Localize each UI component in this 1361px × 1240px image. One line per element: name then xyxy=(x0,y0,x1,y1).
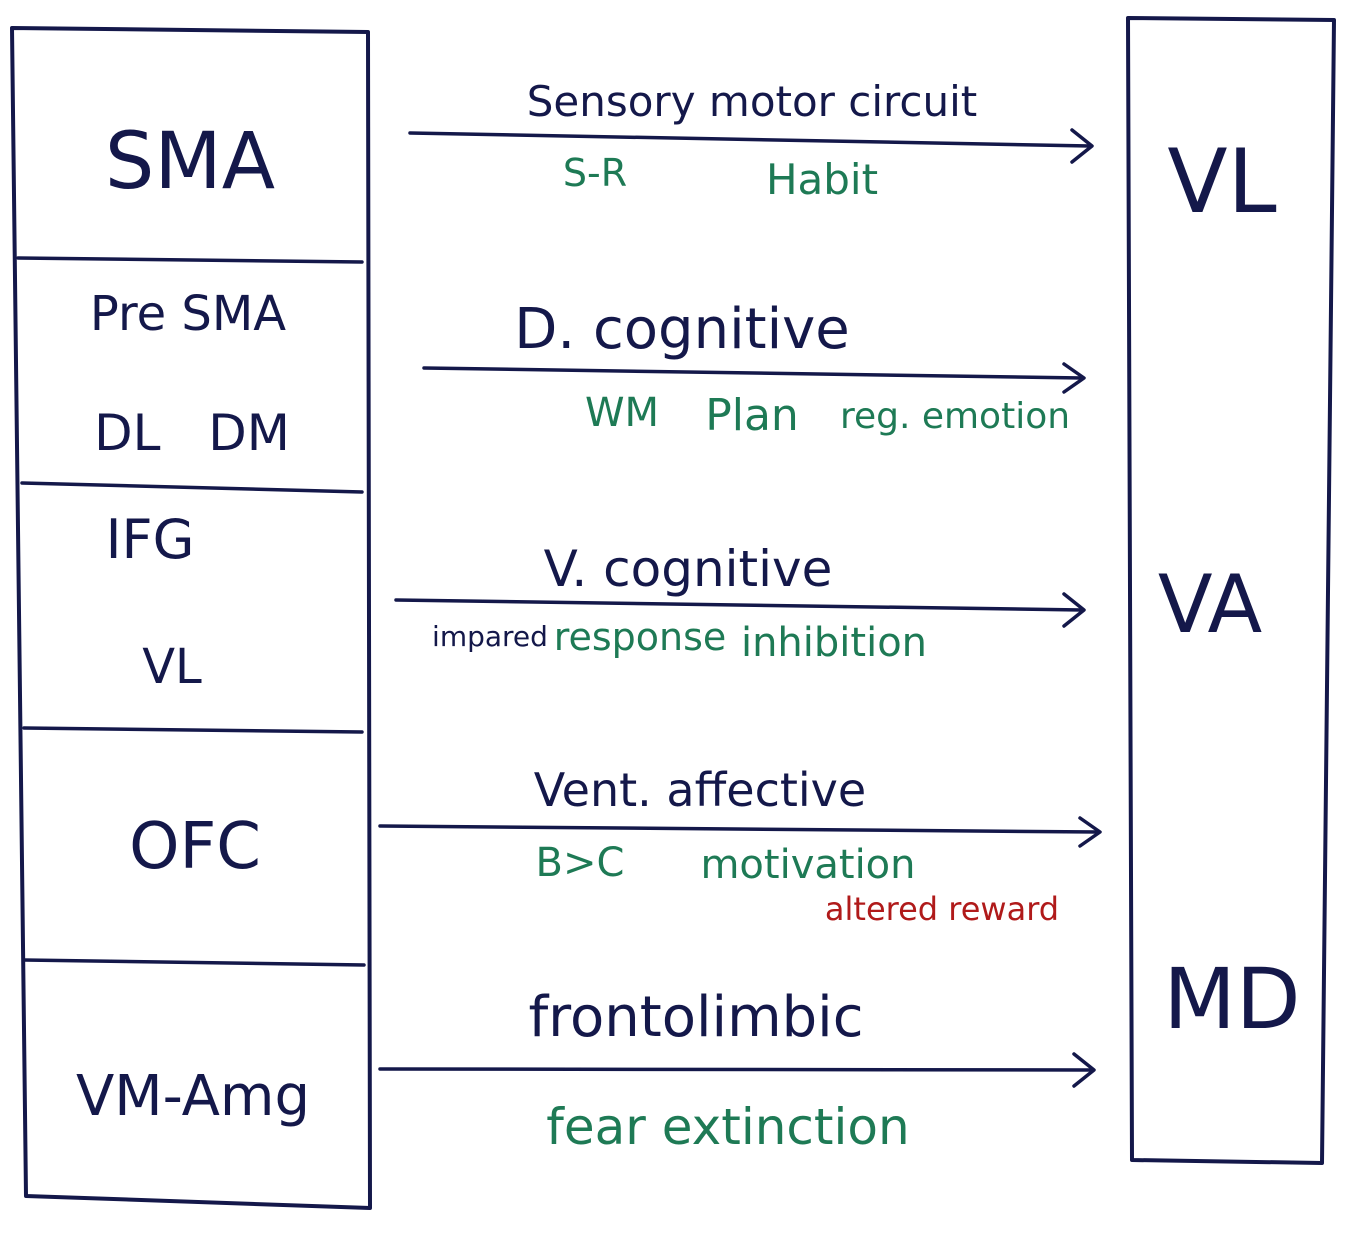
left-column-border xyxy=(10,26,372,1210)
note-habit: Habit xyxy=(766,155,878,204)
arrow-vent-affective xyxy=(378,816,1102,848)
circuit-name-d-cognitive: D. cognitive xyxy=(514,297,849,362)
circuit-name-frontolimbic: frontolimbic xyxy=(528,985,863,1050)
cell-label-sma: SMA xyxy=(105,117,275,207)
left-divider-1 xyxy=(16,256,364,264)
left-divider-3 xyxy=(22,726,364,734)
note-reg-emotion: reg. emotion xyxy=(840,396,1070,437)
arrow-v-cognitive xyxy=(394,592,1086,628)
note-b-gt-c: B>C xyxy=(536,840,625,886)
right-column xyxy=(1126,16,1336,1165)
thalamus-label-md: MD xyxy=(1163,950,1300,1048)
thalamus-label-va: VA xyxy=(1158,558,1263,651)
cell-label-vm-amg: VM-Amg xyxy=(76,1064,310,1129)
circuit-name-v-cognitive: V. cognitive xyxy=(544,540,833,598)
note-plan: Plan xyxy=(705,390,799,441)
note-impared: impared xyxy=(432,620,548,653)
right-column-border xyxy=(1126,16,1336,1165)
note-inhibition: inhibition xyxy=(741,620,927,666)
circuit-name-vent-affective: Vent. affective xyxy=(534,763,866,817)
note-s-r: S-R xyxy=(563,151,627,195)
thalamus-label-vl: VL xyxy=(1167,130,1276,233)
cell-label-ifg: IFG xyxy=(106,508,195,571)
cell-label-vl-left: VL xyxy=(142,639,202,695)
arrow-frontolimbic xyxy=(378,1052,1096,1088)
note-wm: WM xyxy=(585,390,659,436)
note-fear-extinction: fear extinction xyxy=(546,1098,909,1156)
note-motivation: motivation xyxy=(700,842,915,888)
cell-label-ofc: OFC xyxy=(129,810,261,884)
cell-label-presma: Pre SMA xyxy=(90,286,286,342)
cell-label-dl-dm: DL DM xyxy=(94,404,290,462)
note-response: response xyxy=(554,615,727,659)
arrow-d-cognitive xyxy=(422,362,1086,394)
circuit-name-sensory-motor: Sensory motor circuit xyxy=(527,77,978,126)
left-divider-4 xyxy=(22,958,366,967)
left-divider-2 xyxy=(20,481,364,494)
arrow-sensory-motor xyxy=(408,128,1094,164)
note-altered-reward: altered reward xyxy=(825,890,1059,928)
left-column xyxy=(10,26,372,1210)
